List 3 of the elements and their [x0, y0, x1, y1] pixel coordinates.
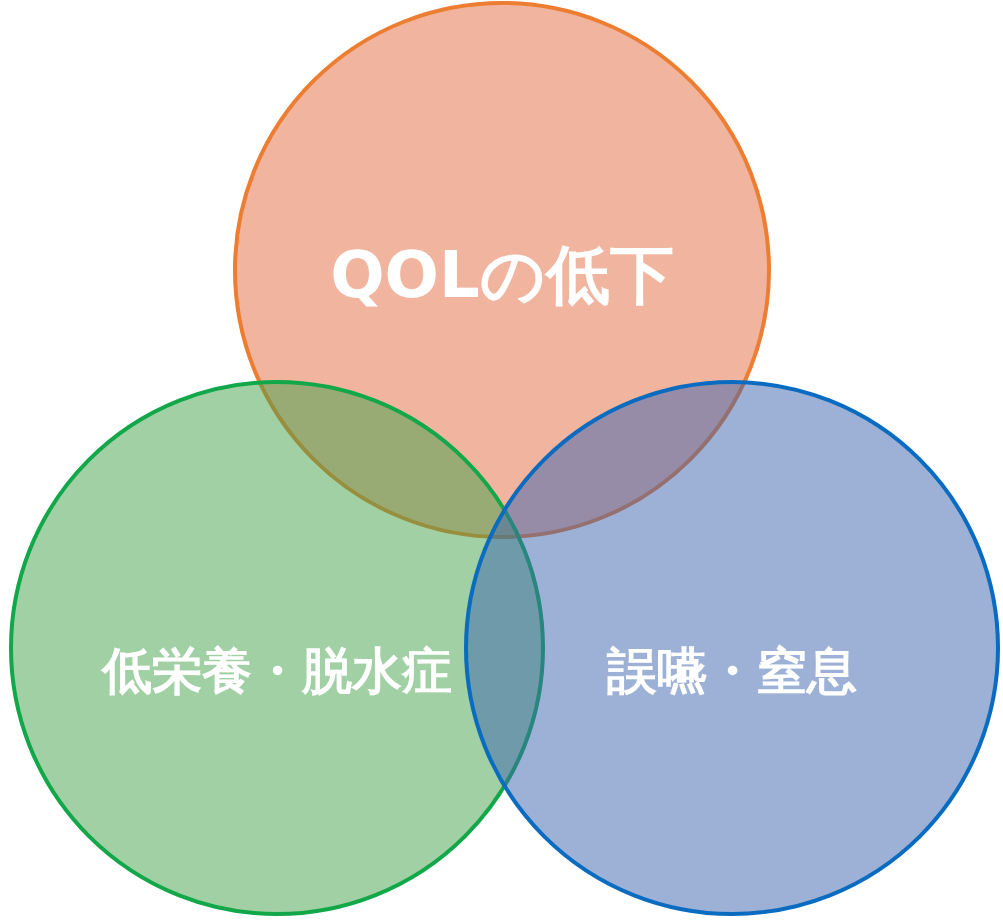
circle-label: 誤嚥・窒息: [605, 641, 858, 702]
circle-label: QOLの低下: [329, 236, 675, 314]
circle-label: 低栄養・脱水症: [100, 641, 453, 702]
